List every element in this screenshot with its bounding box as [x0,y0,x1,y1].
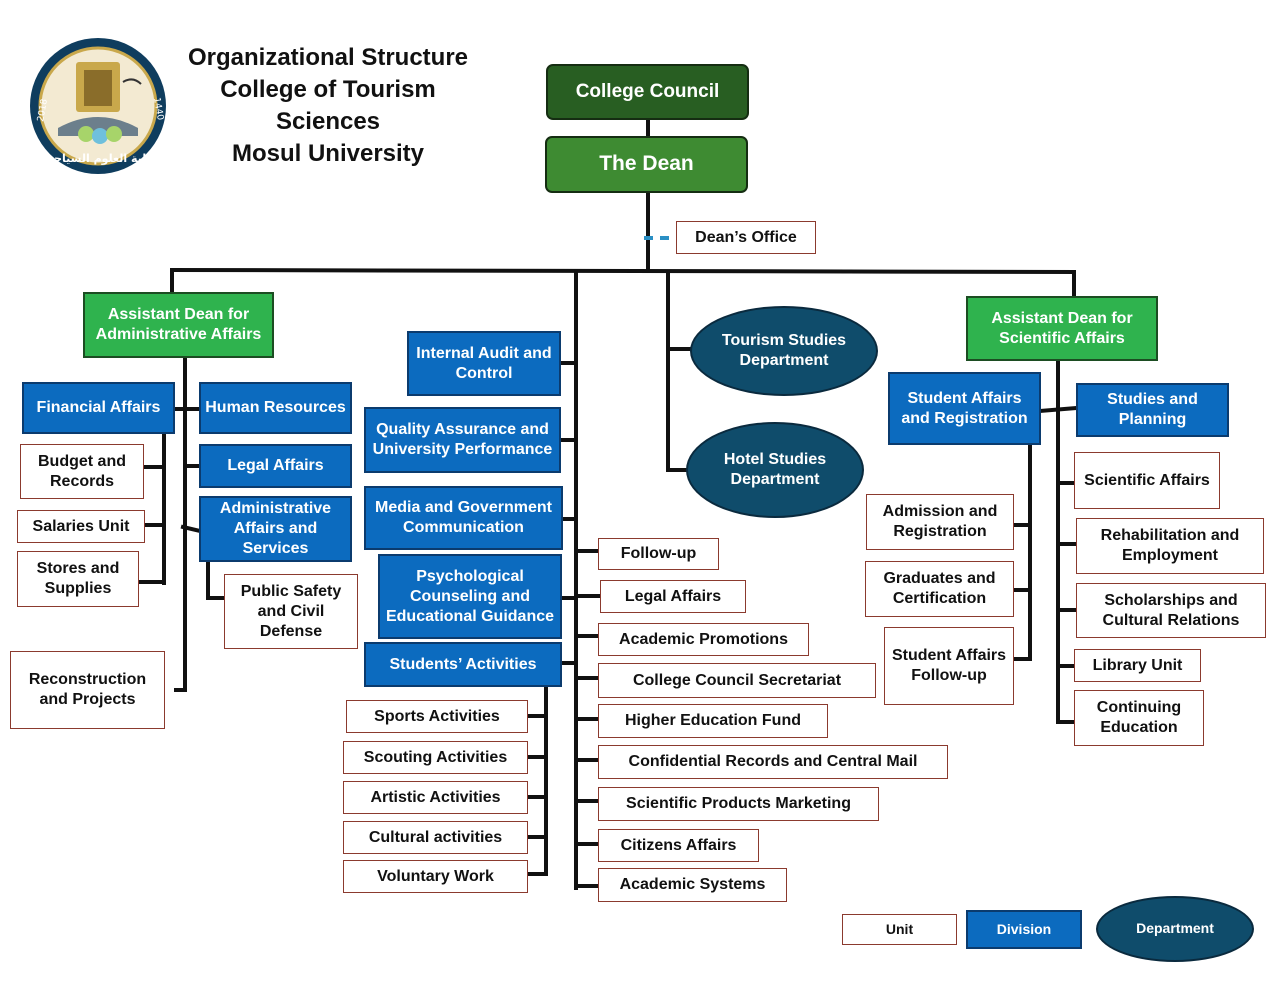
psych-counseling-box: Psychological Counseling and Educational… [378,554,562,639]
media-communication-box: Media and Government Communication [364,486,563,550]
dean-box: The Dean [545,136,748,193]
internal-audit-box: Internal Audit and Control [407,331,561,396]
follow-up-box: Follow-up [598,538,719,570]
public-safety-box: Public Safety and Civil Defense [224,574,358,649]
logo-arabic-text: كلية العلوم السياحية [43,152,154,165]
human-resources-box: Human Resources [199,382,352,434]
college-council-box: College Council [546,64,749,120]
sports-activities-box: Sports Activities [346,700,528,733]
graduates-certification-box: Graduates and Certification [865,561,1014,617]
admission-registration-box: Admission and Registration [866,494,1014,550]
salaries-unit-box: Salaries Unit [17,510,145,543]
hotel-department-ellipse: Hotel Studies Department [686,422,864,518]
title-line-4: Mosul University [231,139,425,167]
reconstruction-box: Reconstruction and Projects [10,651,165,729]
legal-affairs-admin-box: Legal Affairs [199,444,352,488]
artistic-activities-box: Artistic Activities [343,781,528,814]
studies-planning-box: Studies and Planning [1076,383,1229,437]
academic-systems-box: Academic Systems [598,868,787,902]
title-line-2: College of Tourism [220,75,436,103]
chart-title: Organizational Structure College of Tour… [170,42,486,170]
budget-records-box: Budget and Records [20,444,144,499]
legend-department: Department [1096,896,1254,962]
voluntary-work-box: Voluntary Work [343,860,528,893]
scholarships-box: Scholarships and Cultural Relations [1076,583,1266,638]
higher-education-fund-box: Higher Education Fund [598,704,828,738]
scientific-affairs-box: Scientific Affairs [1074,452,1220,509]
legend-unit: Unit [842,914,957,945]
legal-affairs-unit-box: Legal Affairs [600,580,746,613]
council-secretariat-box: College Council Secretariat [598,663,876,698]
title-line-1: Organizational Structure [187,44,469,71]
student-affairs-box: Student Affairs and Registration [888,372,1041,445]
rehabilitation-box: Rehabilitation and Employment [1076,518,1264,574]
logo-year-left: 2018 [36,98,50,123]
confidential-records-box: Confidential Records and Central Mail [598,745,948,779]
deans-office-box: Dean’s Office [676,221,816,254]
scientific-products-box: Scientific Products Marketing [598,787,879,821]
mosul-university-logo: 2018 1440 كلية العلوم السياحية [30,38,166,174]
academic-promotions-box: Academic Promotions [598,623,809,656]
cultural-activities-box: Cultural activities [343,821,528,854]
assistant-dean-sci-box: Assistant Dean for Scientific Affairs [966,296,1158,361]
scouting-activities-box: Scouting Activities [343,741,528,774]
assistant-dean-admin-box: Assistant Dean for Administrative Affair… [83,292,274,358]
stores-supplies-box: Stores and Supplies [17,551,139,607]
library-unit-box: Library Unit [1074,649,1201,682]
admin-services-box: Administrative Affairs and Services [199,496,352,562]
quality-assurance-box: Quality Assurance and University Perform… [364,407,561,473]
financial-affairs-box: Financial Affairs [22,382,175,434]
students-activities-box: Students’ Activities [364,642,562,687]
continuing-education-box: Continuing Education [1074,690,1204,746]
student-followup-box: Student Affairs Follow-up [884,627,1014,705]
title-line-3: Sciences [275,107,381,135]
legend-division: Division [966,910,1082,949]
tourism-department-ellipse: Tourism Studies Department [690,306,878,396]
citizens-affairs-box: Citizens Affairs [598,829,759,862]
logo-year-right: 1440 [151,97,165,122]
